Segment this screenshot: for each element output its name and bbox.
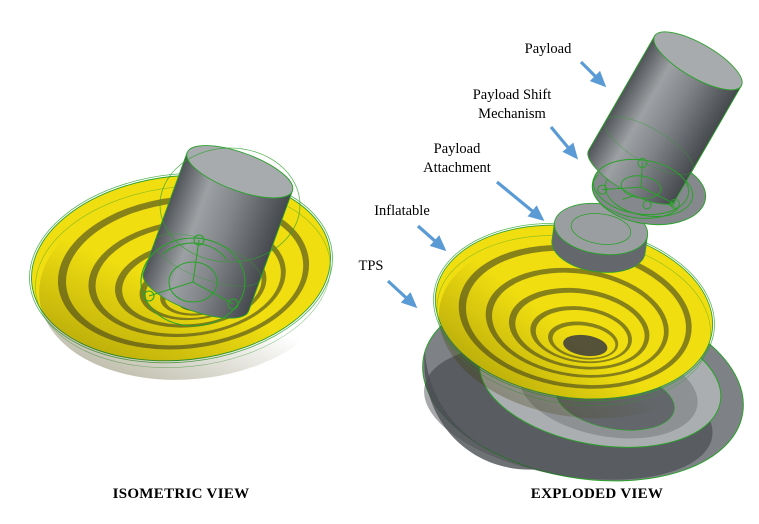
- payload-shift-mechanism-label: Payload Shift Mechanism: [472, 87, 552, 122]
- exploded-view-caption: EXPLODED VIEW: [530, 486, 664, 502]
- sketch-circle-isometric: [159, 147, 301, 263]
- payload-attachment-arrow: [495, 180, 545, 222]
- mechanism-wireframe-exploded: [591, 157, 690, 219]
- tps-label: TPS: [358, 258, 384, 274]
- payload-shift-mechanism-arrow: [549, 125, 579, 160]
- inflatable-label: Inflatable: [374, 203, 430, 219]
- payload-cylinder-isometric: [142, 145, 294, 319]
- payload-cylinder-exploded: [587, 31, 743, 205]
- callout-arrows: [386, 60, 607, 309]
- exploded-view-render: [419, 31, 744, 482]
- payload-attachment-label: Payload Attachment: [423, 141, 491, 176]
- payload-label: Payload: [524, 41, 572, 57]
- payload-arrow: [579, 60, 607, 88]
- mechanism-wireframe-isometric: [140, 234, 246, 327]
- tps-arrow: [386, 279, 418, 309]
- inflatable-arrow: [416, 224, 447, 252]
- isometric-view-render: [19, 145, 353, 396]
- isometric-view-caption: ISOMETRIC VIEW: [112, 486, 250, 502]
